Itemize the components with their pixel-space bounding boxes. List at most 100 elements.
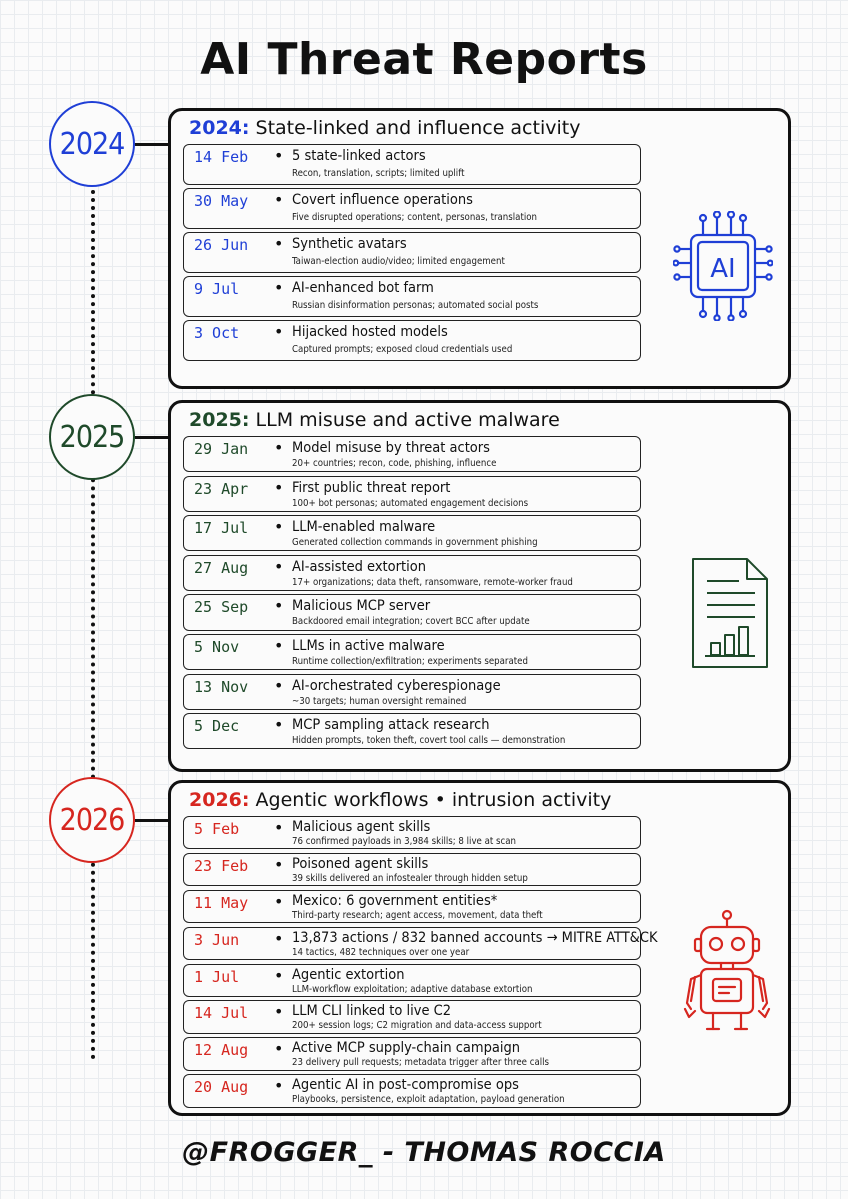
event-detail: 20+ countries; recon, code, phishing, in… [292,458,497,469]
event-date: 20 Aug [194,1078,249,1097]
event-detail: Playbooks, persistence, exploit adaptati… [292,1094,565,1106]
event-title: Mexico: 6 government entities* [292,892,498,909]
bullet: • [274,818,284,837]
bullet: • [274,322,284,341]
event-title: Model misuse by threat actors [292,440,490,456]
event-row: 26 Jun • Synthetic avatars Taiwan-electi… [183,232,641,273]
event-row: 14 Feb • 5 state-linked actors Recon, tr… [183,144,641,185]
event-row: 12 Aug • Active MCP supply-chain campaig… [183,1037,641,1071]
event-row: 9 Jul • AI-enhanced bot farm Russian dis… [183,276,641,317]
ai-chip-icon: AI [673,211,773,321]
event-detail: Generated collection commands in governm… [292,537,538,549]
event-date: 26 Jun [194,236,249,254]
document-chart-icon [692,558,768,668]
event-date: 12 Aug [194,1041,249,1060]
event-row: 17 Jul • LLM-enabled malware Generated c… [183,515,641,552]
event-detail: Five disrupted operations; content, pers… [292,212,537,223]
event-title: Synthetic avatars [292,236,407,252]
bullet: • [274,596,284,616]
bullet: • [274,190,284,209]
bullet: • [274,635,284,655]
event-detail: 23 delivery pull requests; metadata trig… [292,1057,550,1069]
event-row: 30 May • Covert influence operations Fiv… [183,188,641,229]
event-detail: Captured prompts; exposed cloud credenti… [292,344,513,355]
event-detail: Third-party research; agent access, move… [292,909,543,921]
event-detail: 14 tactics, 482 techniques over one year [292,946,470,958]
bullet: • [274,715,284,735]
event-title: LLM-enabled malware [292,519,436,536]
event-date: 5 Dec [194,717,240,736]
event-row: 29 Jan • Model misuse by threat actors 2… [183,436,641,473]
event-row: 5 Nov • LLMs in active malware Runtime c… [183,633,641,671]
section-title: State-linked and influence activity [255,117,581,139]
event-list: 5 Feb • Malicious agent skills 76 confir… [183,816,658,1111]
event-title: MCP sampling attack research [292,717,490,734]
event-title: AI-orchestrated cyberespionage [292,677,501,694]
bullet: • [274,854,284,874]
bullet: • [274,146,284,165]
event-detail: Recon, translation, scripts; limited upl… [292,168,465,179]
event-date: 13 Nov [194,677,249,696]
bullet: • [274,556,284,576]
event-date: 14 Feb [194,148,249,166]
event-title: Agentic AI in post-compromise ops [292,1077,519,1094]
event-date: 5 Feb [194,820,240,838]
section-heading: 2025: LLM misuse and active malware [189,409,560,431]
event-row: 13 Nov • AI-orchestrated cyberespionage … [183,673,641,710]
bullet: • [274,928,284,948]
event-title: AI-assisted extortion [292,558,426,575]
year-marker-2025: 2025 [49,394,135,480]
event-title: Active MCP supply-chain campaign [292,1040,521,1057]
section-year-label: 2024: [189,117,250,139]
event-title: Agentic extortion [292,966,405,983]
event-date: 23 Feb [194,856,249,875]
bullet: • [274,278,284,297]
section-year-label: 2026: [189,789,250,811]
event-list: 14 Feb • 5 state-linked actors Recon, tr… [183,144,641,364]
event-detail: 76 confirmed payloads in 3,984 skills; 8… [292,836,517,847]
bullet: • [274,438,284,457]
event-detail: 200+ session logs; C2 migration and data… [292,1020,542,1032]
event-detail: LLM-workflow exploitation; adaptive data… [292,983,533,995]
event-row: 3 Oct • Hijacked hosted models Captured … [183,320,641,361]
connector-2024 [135,143,169,146]
year-marker-2026: 2026 [49,777,135,863]
event-row: 1 Jul • Agentic extortion LLM-workflow e… [183,963,641,997]
event-row: 23 Apr • First public threat report 100+… [183,475,641,512]
event-detail: Russian disinformation personas; automat… [292,300,539,311]
event-list: 29 Jan • Model misuse by threat actors 2… [183,436,641,753]
bullet: • [274,675,284,695]
author-signature: @FROGGER_ - THOMAS ROCCIA [182,1137,666,1168]
event-date: 30 May [194,192,249,210]
section-2026: 2026: Agentic workflows • intrusion acti… [168,780,791,1116]
bullet: • [274,965,284,985]
event-title: 13,873 actions / 832 banned accounts → M… [292,929,658,946]
section-2025: 2025: LLM misuse and active malware 29 J… [168,400,791,772]
event-title: LLM CLI linked to live C2 [292,1003,452,1020]
year-marker-2024: 2024 [49,101,135,187]
event-detail: Runtime collection/exfiltration; experim… [292,655,528,667]
event-date: 5 Nov [194,637,240,656]
event-title: Malicious agent skills [292,819,431,835]
section-heading: 2024: State-linked and influence activit… [189,117,580,139]
bullet: • [274,1039,284,1059]
event-date: 27 Aug [194,558,249,577]
event-row: 5 Feb • Malicious agent skills 76 confir… [183,816,641,850]
section-2024: 2024: State-linked and influence activit… [168,108,791,389]
bullet: • [274,891,284,911]
section-year-label: 2025: [189,409,250,431]
event-detail: ~30 targets; human oversight remained [292,695,467,707]
event-detail: Hidden prompts, token theft, covert tool… [292,735,566,747]
event-title: Poisoned agent skills [292,855,429,872]
event-title: Hijacked hosted models [292,324,448,340]
section-heading: 2026: Agentic workflows • intrusion acti… [189,789,611,811]
robot-icon [683,909,771,1031]
event-row: 14 Jul • LLM CLI linked to live C2 200+ … [183,1000,641,1034]
section-title: Agentic workflows • intrusion activity [255,789,612,811]
page-title: AI Threat Reports [200,34,648,85]
event-title: First public threat report [292,479,451,496]
event-date: 3 Oct [194,324,240,342]
bullet: • [274,477,284,497]
bullet: • [274,1002,284,1022]
event-title: AI-enhanced bot farm [292,280,434,296]
